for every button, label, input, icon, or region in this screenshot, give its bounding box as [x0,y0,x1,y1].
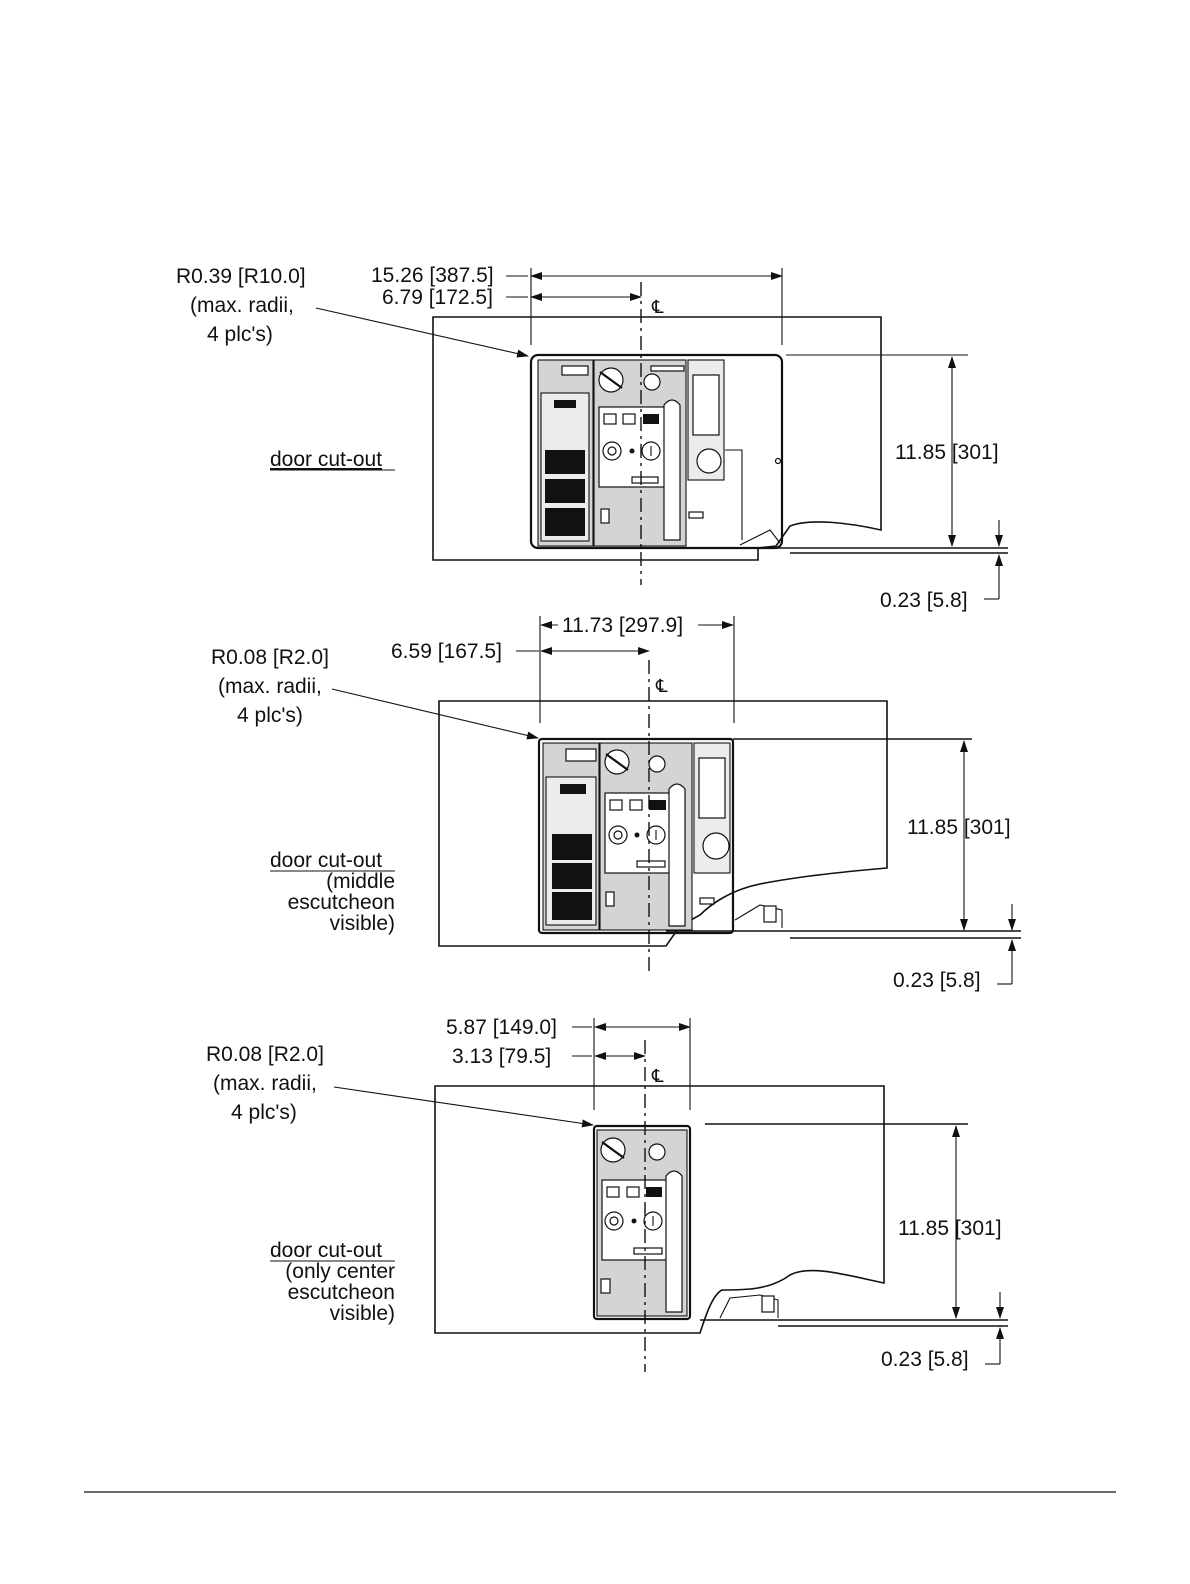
fig2-height-label: 11.85 [301] [907,816,1011,839]
fig1-charging-handle [663,399,681,541]
fig2-centerline-symbol: ℄ [655,676,668,696]
fig1-radius-line2: (max. radii, [190,294,294,317]
fig2-caution-label [552,834,592,860]
fig3-charging-handle [665,1170,683,1313]
fig2-dim-centerline: 6.59 [167.5] [391,640,502,663]
fig3-radius-line3: 4 plc's) [231,1101,297,1124]
fig2-cutout-label-line4: visible) [330,912,395,935]
fig3-centerline-symbol: ℄ [651,1066,664,1086]
fig3-cutout [592,1124,692,1321]
fig2-radius-line2: (max. radii, [218,675,322,698]
fig3-cutout-label-line1: door cut-out [270,1239,382,1262]
fig1-radius-line1: R0.39 [R10.0] [176,265,306,288]
fig2-dim-overall: 11.73 [297.9] [562,614,683,637]
fig1-dim-centerline: 6.79 [172.5] [382,286,493,309]
fig1-radius-leader [315,307,529,358]
fig3-door-outline [434,1085,885,1334]
fig1-offset-label: 0.23 [5.8] [880,589,968,612]
fig2-cutout-label-line1: door cut-out [270,849,382,872]
fig3-radius-leader [333,1086,594,1128]
fig2-cutout-label-line2: (middle [326,870,395,893]
fig2-offset-label: 0.23 [5.8] [893,969,981,992]
fig3-radius-line1: R0.08 [R2.0] [206,1043,324,1066]
fig1-cutout-label: door cut-out [270,448,382,471]
fig3-dim-overall: 5.87 [149.0] [446,1016,557,1039]
fig3-dim-centerline: 3.13 [79.5] [452,1045,551,1068]
fig3-cutout-label-line4: visible) [330,1302,395,1325]
fig1-caution-label [545,450,585,474]
figure-2-middle-escutcheon: R0.08 [R2.0] (max. radii, 4 plc's) 11.73… [211,614,1021,992]
fig1-radius-line3: 4 plc's) [207,323,273,346]
figure-3-center-escutcheon: R0.08 [R2.0] (max. radii, 4 plc's) 5.87 … [206,1016,1008,1372]
fig3-offset-label: 0.23 [5.8] [881,1348,969,1371]
fig3-cutout-label-line3: escutcheon [288,1281,395,1304]
fig2-cutout [537,737,735,935]
fig2-radius-leader [331,688,539,740]
fig1-height-label: 11.85 [301] [895,441,999,464]
fig3-height-label: 11.85 [301] [898,1217,1002,1240]
fig2-radius-line1: R0.08 [R2.0] [211,646,329,669]
fig1-cutout [529,353,784,550]
fig2-cutout-label-line3: escutcheon [288,891,395,914]
fig2-radius-line3: 4 plc's) [237,704,303,727]
fig2-door-outline [438,700,888,947]
fig3-radius-line2: (max. radii, [213,1072,317,1095]
fig3-cutout-label-line2: (only center [285,1260,395,1283]
fig1-dim-overall: 15.26 [387.5] [371,264,494,287]
fig1-door-outline [432,316,882,561]
fig1-centerline-symbol: ℄ [651,297,664,317]
fig2-charging-handle [668,783,686,927]
figure-1-full-cutout: R0.39 [R10.0] (max. radii, 4 plc's) 15.2… [176,264,1008,612]
